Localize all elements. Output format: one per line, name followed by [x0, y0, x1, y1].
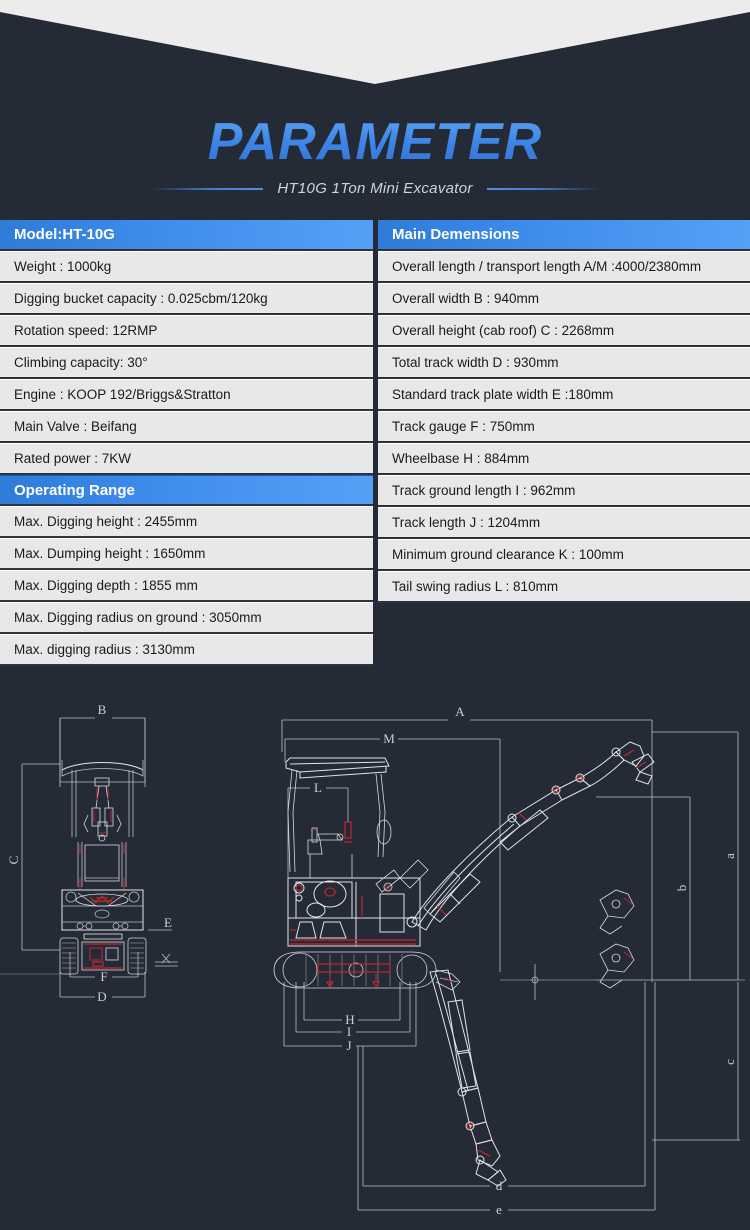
spec-row: Max. digging radius : 3130mm: [0, 634, 373, 666]
spec-row: Standard track plate width E :180mm: [378, 379, 750, 411]
spec-row: Overall width B : 940mm: [378, 283, 750, 315]
dim-label-j: J: [346, 1038, 351, 1053]
dim-label-e-low: e: [496, 1202, 502, 1217]
spec-row: Max. Digging depth : 1855 mm: [0, 570, 373, 602]
dim-label-m: M: [383, 731, 395, 746]
dim-label-l: L: [314, 780, 322, 795]
subtitle-rule-right: [486, 187, 599, 190]
chevron-decoration: [0, 0, 750, 84]
spec-row: Weight : 1000kg: [0, 251, 373, 283]
dim-label-a: A: [455, 704, 465, 719]
dim-label-b-low: b: [674, 885, 689, 892]
hero-banner: PARAMETER HT10G 1Ton Mini Excavator: [0, 0, 750, 214]
spec-row: Track ground length I : 962mm: [378, 475, 750, 507]
dimension-drawing-svg: B D F E C: [0, 702, 745, 1217]
spec-section-header-main-dimensions: Main Demensions: [378, 220, 750, 251]
spec-row: Wheelbase H : 884mm: [378, 443, 750, 475]
front-view: [0, 717, 178, 998]
dim-label-c-low: c: [722, 1059, 737, 1065]
page-subtitle: HT10G 1Ton Mini Excavator: [277, 180, 473, 197]
dim-label-b: B: [98, 702, 107, 717]
page-title: PARAMETER: [0, 112, 750, 172]
spec-row: Max. Digging radius on ground : 3050mm: [0, 602, 373, 634]
spec-row: Engine : KOOP 192/Briggs&Stratton: [0, 379, 373, 411]
dim-label-d-low: d: [496, 1178, 503, 1193]
spec-row: Tail swing radius L : 810mm: [378, 571, 750, 603]
spec-row: Total track width D : 930mm: [378, 347, 750, 379]
spec-section-header-operating-range: Operating Range: [0, 475, 373, 506]
dim-label-d: D: [97, 989, 106, 1004]
dim-label-e: E: [164, 915, 172, 930]
dim-label-a-low: a: [722, 853, 737, 859]
dim-label-i: I: [347, 1024, 351, 1039]
technical-drawing: B D F E C: [0, 682, 750, 1230]
spec-row: Track length J : 1204mm: [378, 507, 750, 539]
spec-row: Minimum ground clearance K : 100mm: [378, 539, 750, 571]
spec-row: Rotation speed: 12RMP: [0, 315, 373, 347]
spec-section-header-model: Model:HT-10G: [0, 220, 373, 251]
dim-label-c: C: [6, 856, 21, 865]
side-view: [273, 719, 745, 1211]
spec-row: Track gauge F : 750mm: [378, 411, 750, 443]
spec-row: Overall height (cab roof) C : 2268mm: [378, 315, 750, 347]
subtitle-group: HT10G 1Ton Mini Excavator: [0, 180, 750, 197]
spec-row: Main Valve : Beifang: [0, 411, 373, 443]
spec-row: Max. Digging height : 2455mm: [0, 506, 373, 538]
dim-label-h: H: [345, 1012, 354, 1027]
dim-label-f: F: [100, 969, 107, 984]
subtitle-rule-left: [151, 187, 264, 190]
spec-row: Digging bucket capacity : 0.025cbm/120kg: [0, 283, 373, 315]
spec-row: Max. Dumping height : 1650mm: [0, 538, 373, 570]
spec-tables: Model:HT-10G Weight : 1000kg Digging buc…: [0, 220, 750, 682]
spec-table-right: Main Demensions Overall length / transpo…: [378, 220, 750, 603]
spec-row: Climbing capacity: 30°: [0, 347, 373, 379]
spec-row: Overall length / transport length A/M :4…: [378, 251, 750, 283]
spec-row: Rated power : 7KW: [0, 443, 373, 475]
spec-table-left: Model:HT-10G Weight : 1000kg Digging buc…: [0, 220, 373, 666]
